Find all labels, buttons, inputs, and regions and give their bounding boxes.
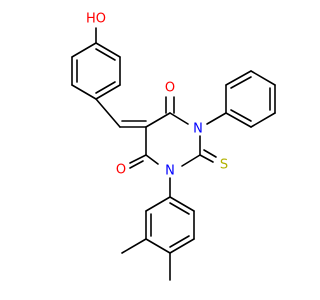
bond-ring-c-1 <box>169 196 195 212</box>
bond-ring-a-1 <box>95 42 121 58</box>
hydroxyl-label: HO <box>86 12 106 27</box>
bond-ring-a-inner-1 <box>95 48 116 61</box>
bond-ring-a-4 <box>71 84 97 100</box>
bond-n3-c4 <box>145 154 159 165</box>
bond-c2-s-double <box>203 149 217 158</box>
bond-ring-c-4 <box>145 238 171 254</box>
nitrogen-top-label: N <box>193 122 203 137</box>
bond-c6-n1 <box>169 112 189 125</box>
bond-ring-a-3 <box>95 84 121 100</box>
bond-ring-b-inner-3 <box>230 109 252 122</box>
bond-ring-to-ch <box>95 98 121 128</box>
bond-ring-c-inner-1 <box>169 202 190 215</box>
structure-canvas: HO O O N N S <box>0 0 300 300</box>
bond-c4-o <box>129 154 147 164</box>
background <box>0 0 300 300</box>
bond-ring-b-3 <box>250 70 276 86</box>
bond-ring-b-2 <box>225 70 252 86</box>
bond-ring-c-inner-2 <box>169 235 190 248</box>
bond-layer <box>71 27 276 281</box>
bond-ring-b-6 <box>225 112 252 128</box>
molecule-diagram: HO O O N N S <box>0 0 300 300</box>
bond-c2-n3 <box>181 154 201 167</box>
bond-ring-b-5 <box>250 112 276 128</box>
sulfur-label: S <box>220 158 228 173</box>
bond-n1-ph <box>206 112 227 125</box>
bond-ring-b-inner-1 <box>230 76 252 89</box>
bond-c2-s <box>199 154 214 163</box>
oxygen-top-label: O <box>165 81 175 96</box>
nitrogen-bottom-label: N <box>165 164 175 179</box>
bond-c5-c6 <box>145 112 171 128</box>
bond-ring-a-inner-2 <box>95 81 116 94</box>
oxygen-left-label: O <box>116 163 126 178</box>
bond-ring-c-6 <box>145 196 171 212</box>
bond-c4-o-double <box>129 160 144 169</box>
bond-methyl-3 <box>121 238 147 254</box>
bond-ring-c-3 <box>169 238 195 254</box>
atom-label-layer: HO O O N N S <box>86 12 228 179</box>
bond-ring-a-6 <box>71 42 97 58</box>
